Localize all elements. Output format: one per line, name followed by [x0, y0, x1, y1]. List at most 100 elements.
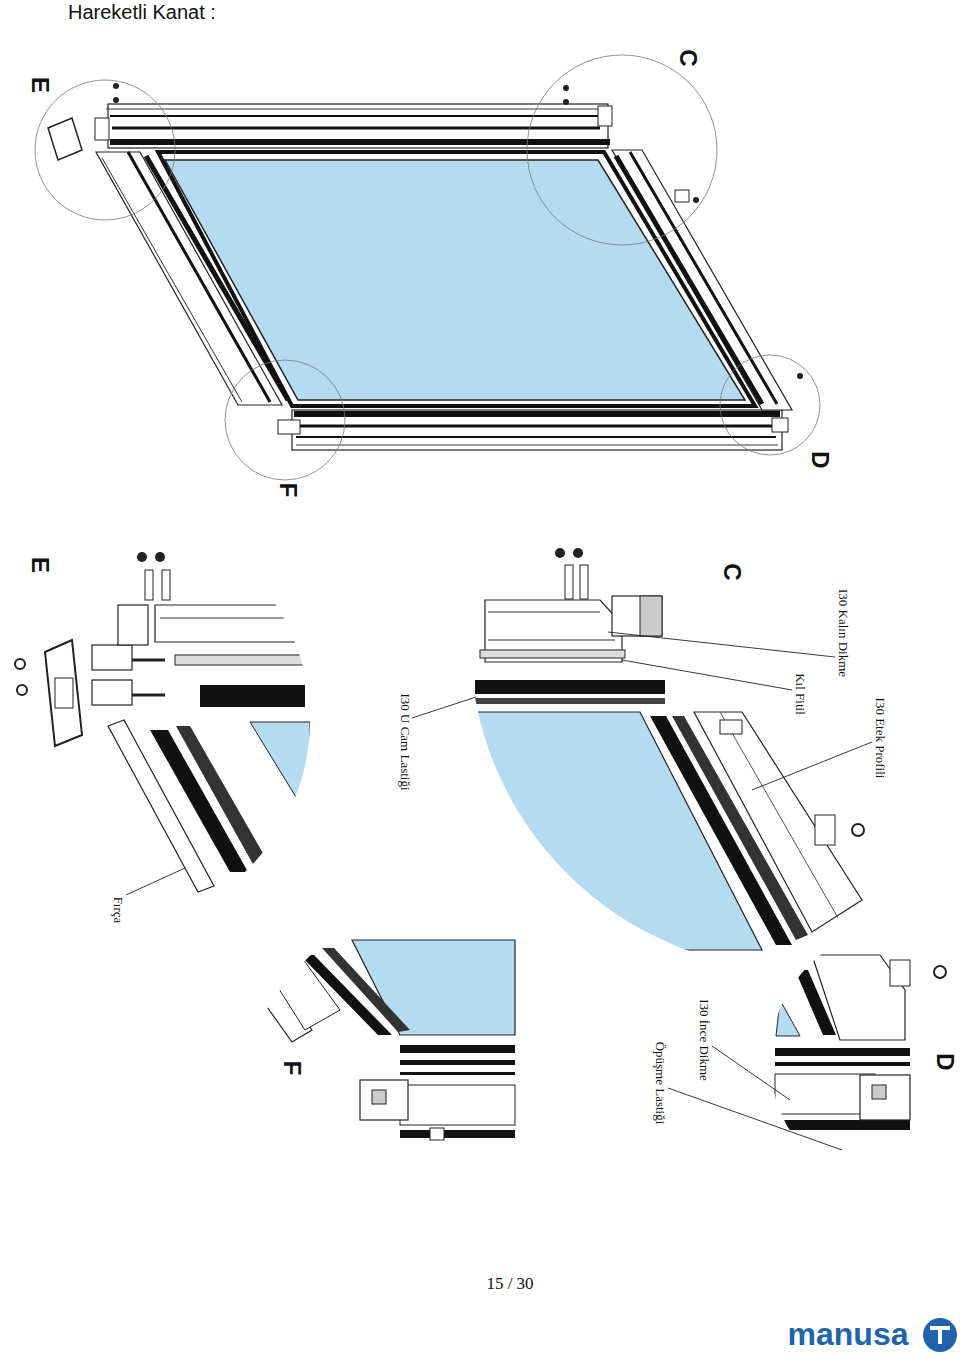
drawing-part	[775, 1120, 910, 1130]
drawing-part	[488, 612, 600, 613]
drawing-part	[640, 596, 662, 636]
drawing-part	[400, 1072, 515, 1075]
drawing-part	[225, 360, 345, 480]
drawing-part	[815, 815, 835, 845]
drawing-part	[137, 552, 147, 562]
drawing-part	[15, 659, 25, 669]
detail-circles	[35, 55, 820, 480]
drawing-part	[360, 1080, 408, 1120]
drawing-part	[126, 868, 185, 895]
drawing-part	[890, 960, 910, 986]
drawing-part	[712, 1046, 790, 1100]
drawing-part	[230, 930, 516, 1160]
page-title: Hareketli Kanat :	[68, 1, 216, 23]
drawing-part	[162, 570, 170, 600]
part-name: I30 Kalın Dikme	[836, 587, 850, 679]
drawing-part	[250, 722, 310, 820]
drawing-part	[412, 697, 476, 718]
drawing-part	[400, 1045, 515, 1053]
drawing-part	[270, 955, 340, 1030]
drawing-part	[555, 548, 565, 558]
drawing-part	[146, 156, 288, 400]
drawing-part	[175, 655, 305, 665]
drawing-part	[92, 680, 132, 705]
logo-mark	[923, 1318, 957, 1352]
drawing-part	[400, 1130, 515, 1138]
drawing-part	[776, 1000, 800, 1036]
drawing-part	[480, 650, 625, 658]
drawing-part	[475, 680, 665, 694]
page-number: 15 / 30	[484, 1275, 535, 1294]
detail-e	[15, 552, 310, 892]
drawing-part	[278, 420, 300, 434]
drawing-part	[923, 1318, 957, 1352]
drawing-part	[128, 152, 270, 402]
drawing-part	[693, 197, 699, 203]
drawing-part	[872, 1085, 886, 1099]
detail-f	[230, 930, 516, 1160]
drawing-part	[612, 596, 662, 636]
drawing-part	[145, 570, 153, 600]
drawing-part	[720, 720, 742, 734]
drawing-part	[608, 632, 835, 657]
drawing-part	[296, 444, 778, 445]
drawing-part	[17, 685, 27, 695]
drawing-part	[400, 1085, 515, 1125]
drawing-part	[565, 565, 573, 599]
drawing-part	[55, 678, 73, 708]
drawing-part	[113, 97, 119, 103]
drawing-part	[797, 373, 803, 379]
drawing-part	[400, 1060, 515, 1065]
drawing-part	[106, 108, 604, 109]
drawing-part	[430, 1128, 444, 1140]
part-name: I30 İnce Dikme	[697, 997, 711, 1083]
drawing-part	[292, 410, 782, 450]
detail-letter: C	[675, 47, 701, 68]
sash-frame	[48, 83, 803, 450]
part-name: I30 U Cam Lastiği	[398, 691, 412, 792]
drawing-part	[675, 190, 689, 202]
detail-c	[475, 548, 864, 950]
drawing-part	[860, 1075, 910, 1120]
detail-letter: C	[719, 561, 745, 582]
drawing-part	[200, 685, 305, 707]
drawing-part	[720, 712, 838, 918]
drawing-part	[45, 640, 82, 746]
drawing-part	[92, 645, 132, 670]
drawing-part	[598, 106, 612, 126]
drawing-part	[118, 605, 148, 645]
drawing-part	[616, 156, 762, 404]
drawing-part	[630, 152, 777, 404]
part-name: Kıl Fitil	[793, 671, 807, 717]
drawing-part	[95, 118, 109, 140]
detail-d	[775, 955, 946, 1130]
drawing-part	[296, 436, 776, 438]
detail-letter: D	[932, 1051, 958, 1072]
drawing-part	[108, 720, 214, 892]
drawing-part	[113, 83, 119, 89]
drawing-part	[612, 150, 792, 410]
drawing-part	[563, 85, 569, 91]
drawing-part	[527, 55, 717, 245]
drawing-part	[488, 640, 615, 641]
drawing-part	[668, 1088, 842, 1150]
detail-letter: E	[27, 555, 53, 575]
drawing-part	[294, 411, 780, 417]
drawing-part	[110, 139, 610, 145]
brand-name: manusa	[786, 1317, 911, 1352]
drawing-part	[102, 158, 242, 402]
drawing-part	[852, 824, 864, 836]
drawing-part	[622, 660, 792, 690]
drawing-part	[775, 1048, 910, 1056]
drawing-part	[132, 694, 165, 697]
drawing-part	[132, 659, 165, 662]
part-name: I30 Etek Profili	[873, 696, 887, 781]
detail-letter: D	[807, 449, 833, 470]
drawing-part	[934, 966, 946, 978]
drawing-part	[296, 425, 776, 428]
drawing-part	[580, 565, 588, 599]
detail-letter: F	[279, 1059, 305, 1078]
drawing-part	[322, 948, 410, 1032]
